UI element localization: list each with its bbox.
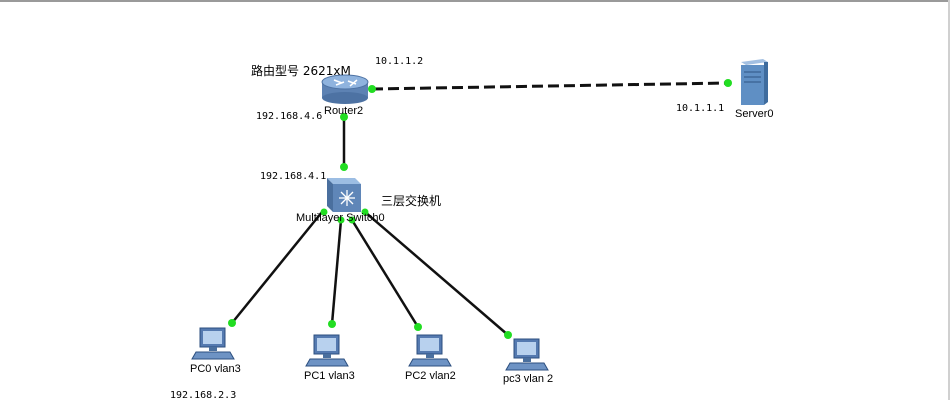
port-indicator-switch-uplink bbox=[340, 163, 348, 171]
window-right-border bbox=[948, 0, 950, 400]
router-model-note: 路由型号 2621xM bbox=[251, 64, 351, 78]
ip-label-router-wan: 10.1.1.2 bbox=[375, 56, 424, 67]
ip-label-pc0: 192.168.2.3 bbox=[170, 390, 237, 401]
switch-note: 三层交换机 bbox=[381, 194, 442, 208]
port-indicator-pc3 bbox=[504, 331, 512, 339]
port-indicator-switch-pc2 bbox=[348, 216, 356, 224]
pc3-icon[interactable] bbox=[505, 338, 549, 371]
pc1-icon[interactable] bbox=[305, 334, 349, 367]
ip-label-router-lan: 192.168.4.6 bbox=[256, 111, 323, 122]
device-label-switch[interactable]: Multilayer Switch0 bbox=[296, 212, 385, 224]
device-label-pc2[interactable]: PC2 vlan2 bbox=[405, 370, 456, 382]
link-router-server[interactable] bbox=[371, 81, 729, 91]
port-indicator-pc1 bbox=[328, 320, 336, 328]
port-indicator-switch-pc0 bbox=[320, 208, 328, 216]
multilayer-switch-icon[interactable] bbox=[327, 178, 361, 212]
server-icon[interactable] bbox=[741, 59, 768, 105]
router-icon[interactable] bbox=[321, 74, 369, 104]
links bbox=[231, 81, 729, 336]
ip-label-server: 10.1.1.1 bbox=[676, 103, 725, 114]
port-indicator-pc0 bbox=[228, 319, 236, 327]
port-indicator-pc2 bbox=[414, 323, 422, 331]
device-label-pc3[interactable]: pc3 vlan 2 bbox=[503, 373, 554, 385]
port-indicators bbox=[228, 79, 732, 339]
port-indicator-switch-pc1 bbox=[337, 216, 345, 224]
pc2-icon[interactable] bbox=[408, 334, 452, 367]
ip-label-switch-uplink: 192.168.4.1 bbox=[260, 171, 327, 182]
port-indicator-router-lan bbox=[340, 113, 348, 121]
port-indicator-router-wan bbox=[368, 85, 376, 93]
link-switch-pc0[interactable] bbox=[231, 211, 323, 324]
device-label-pc0[interactable]: PC0 vlan3 bbox=[190, 363, 241, 375]
port-indicator-switch-pc3 bbox=[361, 208, 369, 216]
window-top-border bbox=[0, 0, 950, 2]
device-label-server[interactable]: Server0 bbox=[735, 108, 774, 120]
link-switch-pc1[interactable] bbox=[330, 219, 343, 325]
link-switch-pc2[interactable] bbox=[350, 219, 420, 328]
device-label-router[interactable]: Router2 bbox=[324, 105, 364, 117]
device-label-pc1[interactable]: PC1 vlan3 bbox=[304, 370, 355, 382]
pc0-icon[interactable] bbox=[191, 327, 235, 360]
link-switch-pc3[interactable] bbox=[364, 211, 509, 336]
port-indicator-server bbox=[724, 79, 732, 87]
